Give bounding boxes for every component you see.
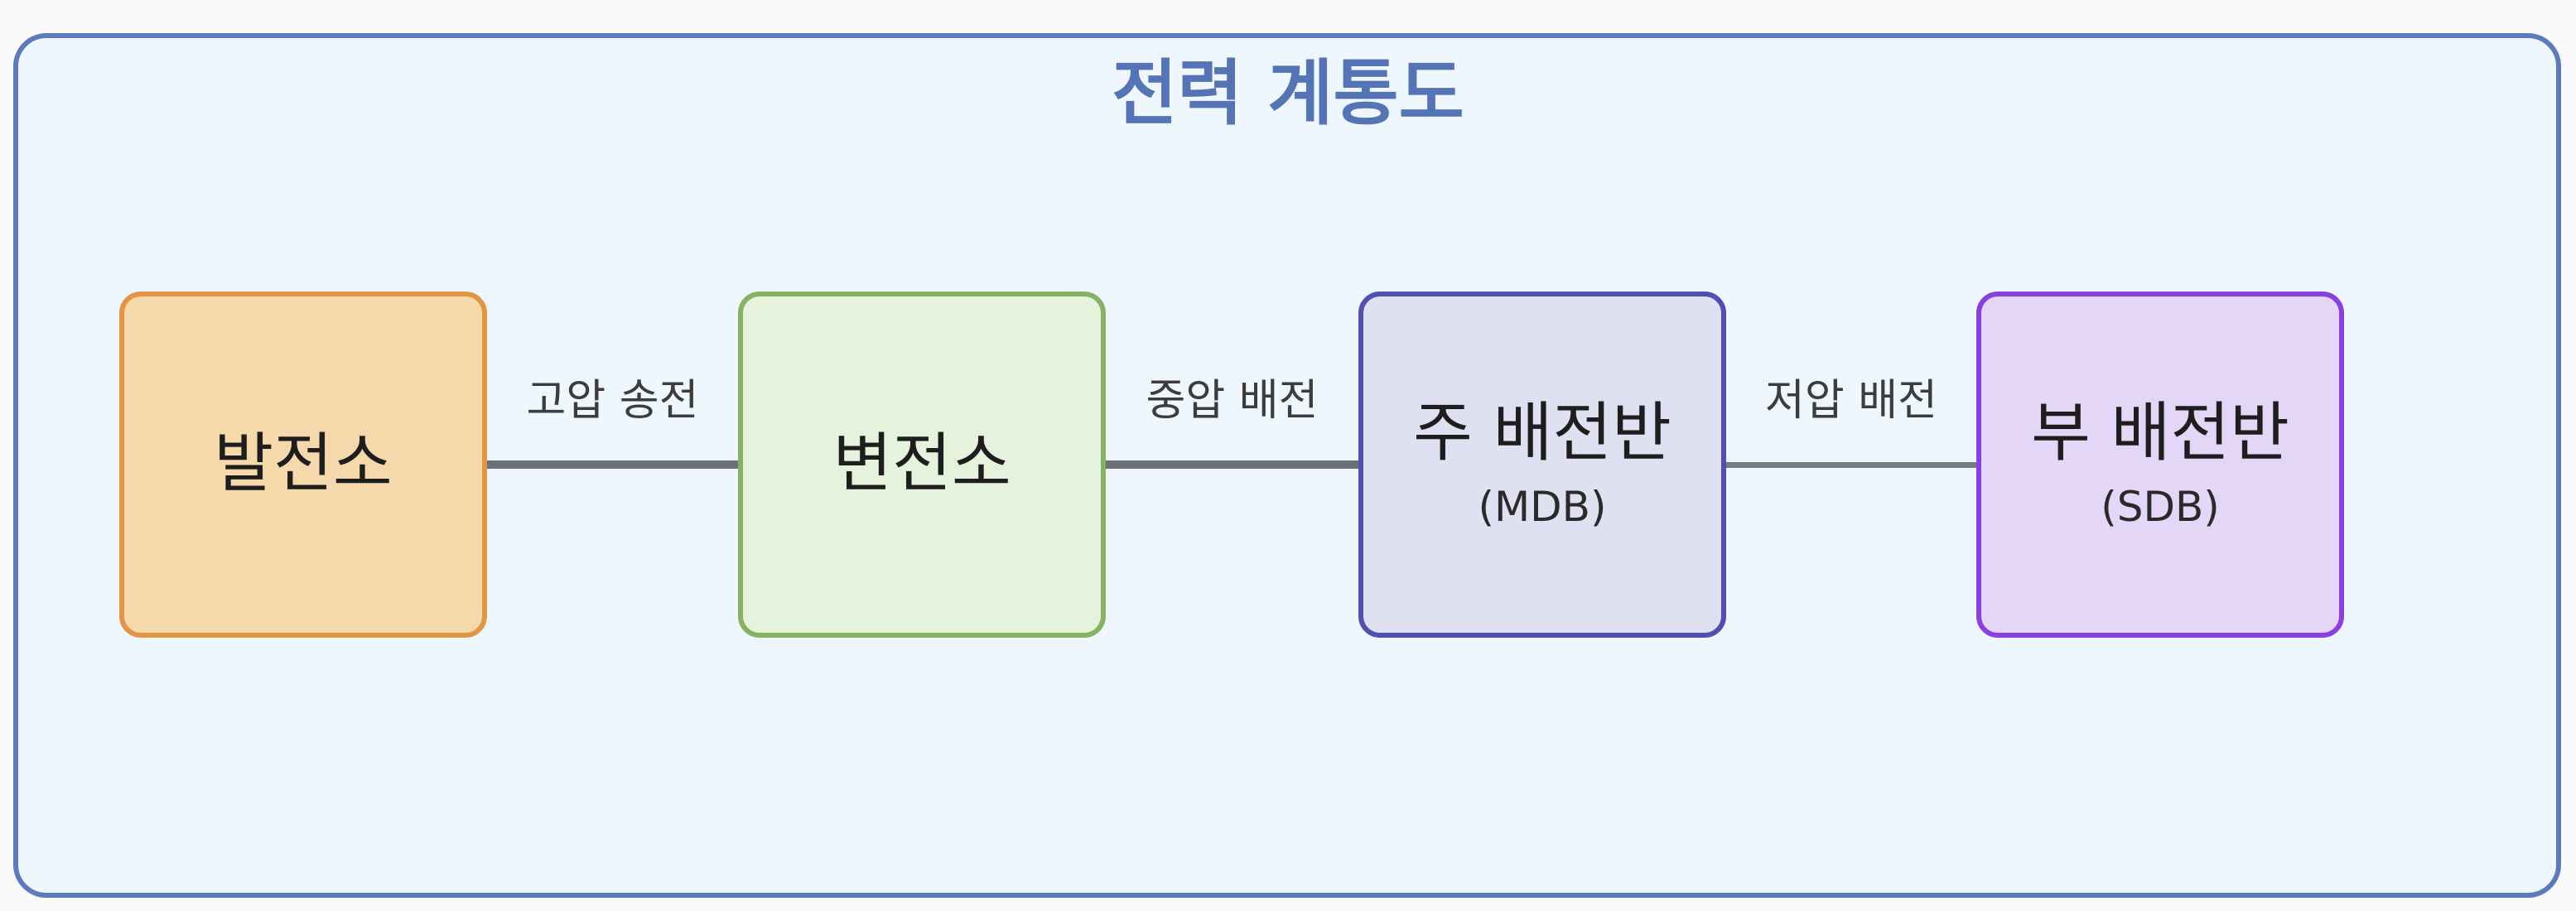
connector-label-medium-voltage: 중압 배전 <box>1146 376 1319 426</box>
node-sub-distribution-board: 부 배전반 (SDB) <box>1976 292 2344 638</box>
node-label: 발전소 <box>214 427 393 502</box>
node-label: 부 배전반 <box>2031 396 2289 471</box>
connector-mdb-to-sdb <box>1726 462 1976 468</box>
connector-label-high-voltage: 고압 송전 <box>526 376 699 426</box>
connector-label-low-voltage: 저압 배전 <box>1765 376 1937 426</box>
node-label: 변전소 <box>832 427 1011 502</box>
node-sublabel: (MDB) <box>1478 482 1607 531</box>
diagram-title: 전력 계통도 <box>1112 52 1464 135</box>
connector-power-plant-to-substation <box>487 460 738 469</box>
connector-substation-to-mdb <box>1106 460 1358 469</box>
node-sublabel: (SDB) <box>2101 482 2220 531</box>
node-power-plant: 발전소 <box>119 292 487 638</box>
node-substation: 변전소 <box>738 292 1106 638</box>
node-label: 주 배전반 <box>1413 396 1672 471</box>
node-main-distribution-board: 주 배전반 (MDB) <box>1358 292 1726 638</box>
